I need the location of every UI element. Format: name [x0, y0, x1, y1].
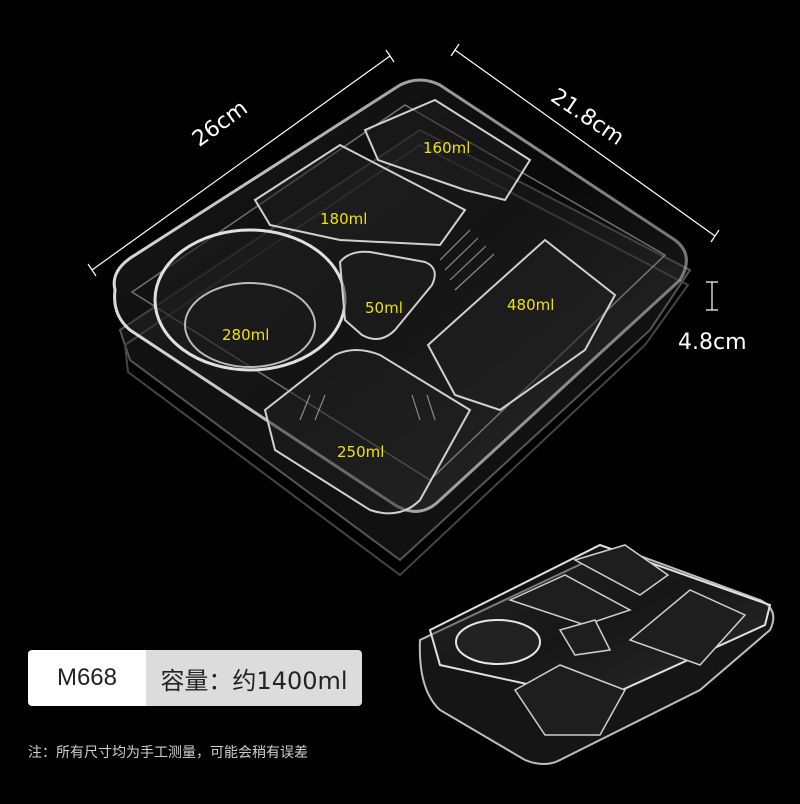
compartment-160ml-label: 160ml — [423, 139, 471, 157]
small-tray — [418, 543, 775, 765]
compartment-180ml-label: 180ml — [320, 210, 368, 228]
compartment-280ml-label: 280ml — [222, 326, 270, 344]
info-bar: M668 容量：约1400ml — [28, 650, 362, 706]
compartment-250ml-label: 250ml — [337, 443, 385, 461]
capacity-text: 容量：约1400ml — [146, 650, 362, 706]
compartment-480ml-label: 480ml — [507, 296, 555, 314]
height-dimension: 4.8cm — [678, 330, 747, 355]
compartment-50ml-label: 50ml — [365, 299, 403, 317]
measurement-footnote: 注：所有尺寸均为手工测量，可能会稍有误差 — [28, 745, 308, 761]
dimension-lines — [87, 43, 720, 311]
main-tray — [112, 78, 688, 515]
model-number: M668 — [28, 650, 146, 706]
